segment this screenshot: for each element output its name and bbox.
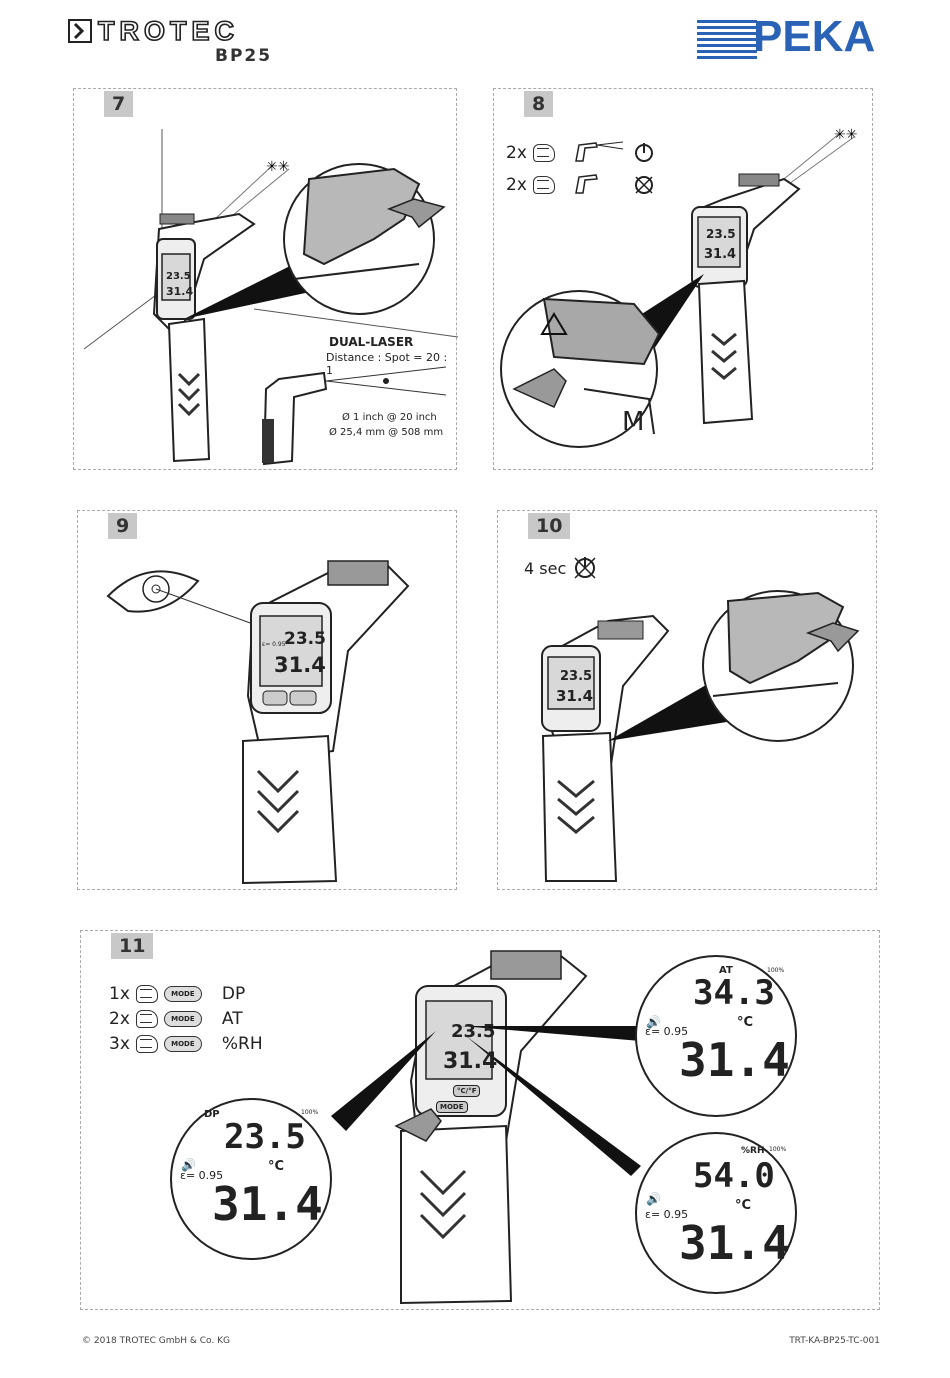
sequence-laser-off: 2x <box>506 173 671 197</box>
display-main-value: 31.4 <box>212 1177 323 1231</box>
mode-step-rh: 3x MODE %RH <box>109 1034 263 1054</box>
step-number: 11 <box>111 933 154 959</box>
display-mode-label: DP <box>204 1109 220 1120</box>
step-number: 10 <box>528 513 571 539</box>
display-battery: 100% <box>767 967 785 974</box>
display-secondary-value: 34.3 <box>693 973 775 1013</box>
trotec-logo: TROTEC <box>68 15 268 47</box>
step-number: 9 <box>108 513 138 539</box>
display-unit: °C <box>737 1015 754 1030</box>
lcd-bottom-reading: 31.4 <box>166 285 194 298</box>
lcd-bottom-reading: 31.4 <box>274 653 326 677</box>
spot-spec-inch: Ø 1 inch @ 20 inch <box>342 412 437 423</box>
press-arrow-icon <box>394 1108 442 1142</box>
mode-button-icon: MODE <box>163 986 202 1002</box>
panel-step-10: 10 4 sec 23.5 31.4 <box>497 510 877 890</box>
display-unit: °C <box>735 1198 752 1213</box>
press-count: 3x <box>109 1034 130 1054</box>
laser-on-icon <box>574 141 653 162</box>
speaker-icon: 🔊 <box>646 1014 661 1029</box>
mode-result: %RH <box>221 1034 263 1054</box>
lcd-emissivity: ε= 0.95 <box>262 641 286 648</box>
peka-logo: PEKA <box>697 12 879 62</box>
panel-step-8: 8 2x 2x ✳✳ 23.5 31.4 <box>493 88 873 470</box>
dual-laser-title: DUAL-LASER <box>329 335 414 349</box>
speaker-icon: 🔊 <box>646 1191 661 1206</box>
distance-spot-ratio: Distance : Spot = 20 : 1 <box>326 351 448 377</box>
display-emissivity: ε= 0.95 <box>180 1169 224 1182</box>
display-main-value: 31.4 <box>679 1033 790 1087</box>
hand-press-icon <box>135 985 158 1003</box>
laser-off-icon <box>574 557 596 579</box>
device-lcd-top: 23.5 <box>451 1021 496 1042</box>
zoom-mode-letter: M <box>622 407 645 437</box>
display-battery: 100% <box>301 1109 319 1116</box>
brand-name: TROTEC <box>97 15 239 47</box>
peka-stripes-icon <box>697 20 757 59</box>
lcd-bottom-reading: 31.4 <box>704 247 737 262</box>
sequence-laser-on: 2x <box>506 141 671 165</box>
laser-warning-icon <box>540 312 568 335</box>
trotec-chevron-icon <box>68 19 92 43</box>
press-count: 2x <box>109 1009 130 1029</box>
partner-name: PEKA <box>753 12 876 61</box>
hand-press-icon <box>532 176 555 194</box>
zoom-display-at: AT 100% 34.3 °C ε= 0.95 31.4 <box>641 961 791 1111</box>
display-main-value: 31.4 <box>679 1216 790 1270</box>
footer-document-code: TRT-KA-BP25-TC-001 <box>789 1336 880 1346</box>
press-count: 1x <box>109 984 130 1004</box>
lcd-top-reading: 23.5 <box>706 227 736 241</box>
model-name: BP25 <box>215 46 273 66</box>
display-mode-label: %RH <box>741 1146 765 1156</box>
lcd-bottom-reading: 31.4 <box>556 687 594 705</box>
step-number: 8 <box>524 91 554 117</box>
panel-step-7: 7 ✳✳ 23.5 31.4 DUAL-LASER Distance : Spo… <box>73 88 458 470</box>
footer-copyright: © 2018 TROTEC GmbH & Co. KG <box>82 1336 230 1346</box>
press-count: 2x <box>506 175 527 195</box>
mode-step-at: 2x MODE AT <box>109 1009 243 1029</box>
hold-duration: 4 sec <box>524 558 567 578</box>
display-emissivity: ε= 0.95 <box>645 1208 689 1221</box>
device-lcd-bottom: 31.4 <box>443 1049 498 1074</box>
panel-step-9: 9 23.5 ε= 0.95 31.4 <box>77 510 457 890</box>
display-emissivity: ε= 0.95 <box>645 1025 689 1038</box>
lcd-top-reading: 23.5 <box>284 629 326 649</box>
eye-reading-display-illustration <box>106 560 410 885</box>
zoom-display-rh: %RH 100% 54.0 °C ε= 0.95 31.4 <box>641 1138 791 1288</box>
laser-off-icon <box>574 174 653 194</box>
spot-spec-mm: Ø 25,4 mm @ 508 mm <box>329 427 444 438</box>
mode-step-dp: 1x MODE DP <box>109 984 245 1004</box>
device-mode-illustration: 🔊 🔊 🔊 <box>170 950 797 1305</box>
press-arrow-icon <box>805 622 860 653</box>
mode-result: DP <box>221 984 246 1004</box>
sequence-hold-power: 4 sec <box>524 555 598 581</box>
display-secondary-value: 54.0 <box>693 1156 775 1196</box>
display-battery: 100% <box>769 1146 787 1153</box>
mode-result: AT <box>221 1009 243 1029</box>
device-laser-button-illustration: ✳✳ <box>500 127 857 448</box>
step-number: 7 <box>104 91 134 117</box>
speaker-icon: 🔊 <box>181 1157 196 1172</box>
display-unit: °C <box>268 1159 285 1174</box>
mode-button-icon: MODE <box>163 1011 202 1027</box>
device-dual-laser-illustration: ✳✳ <box>83 129 458 466</box>
hand-press-icon <box>532 144 555 162</box>
zoom-display-dp: DP 100% 23.5 °C ε= 0.95 31.4 <box>176 1103 326 1253</box>
device-cf-button: °C/°F <box>453 1085 481 1097</box>
press-count: 2x <box>506 143 527 163</box>
device-hold-trigger-illustration <box>541 590 860 882</box>
hand-press-icon <box>135 1035 158 1053</box>
press-arrow-icon <box>512 368 567 408</box>
mode-button-icon: MODE <box>163 1036 202 1052</box>
lcd-top-reading: 23.5 <box>166 271 191 282</box>
hand-press-icon <box>135 1010 158 1028</box>
laser-spark-icon: ✳✳ <box>834 127 857 143</box>
press-arrow-icon <box>386 198 446 229</box>
display-secondary-value: 23.5 <box>224 1117 306 1157</box>
lcd-top-reading: 23.5 <box>560 669 593 684</box>
display-mode-label: AT <box>719 965 733 976</box>
device-mode-button: MODE <box>436 1101 468 1113</box>
panel-step-11: 11 1x MODE DP 2x MODE AT 3x MODE %RH 🔊 <box>80 930 880 1310</box>
laser-spark-icon: ✳✳ <box>266 159 289 175</box>
